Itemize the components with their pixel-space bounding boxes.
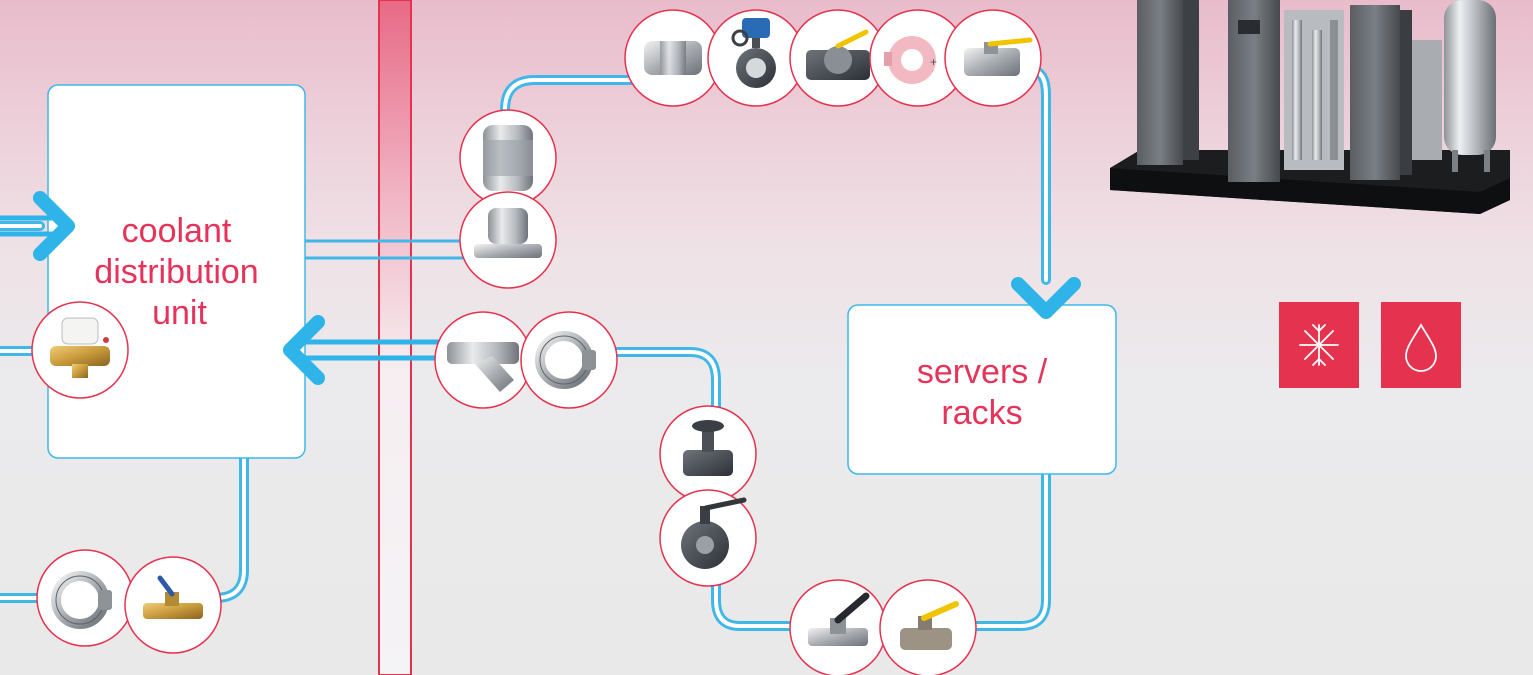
snowflake-icon (1299, 324, 1339, 366)
svg-text:+: + (930, 55, 937, 69)
globe-valve-icon (659, 405, 757, 503)
servers-label-line-2: racks (941, 394, 1023, 432)
arrow-out-cdu-lines (297, 339, 443, 361)
components: + (31, 9, 1042, 675)
press-ball-valve-icon (124, 556, 222, 654)
press-fit-coupling-icon (624, 9, 722, 107)
arrow-into-cdu-icon (33, 191, 75, 261)
flow-arrows (0, 191, 1081, 385)
arrow-into-cdu-lines (0, 215, 63, 237)
motorized-butterfly-valve-icon (707, 9, 805, 107)
servers-label-line-1: servers / (916, 353, 1048, 391)
pipe-supply-right (286, 239, 472, 260)
cdu-label: coolant distribution unit (48, 211, 305, 334)
balancing-valve-icon (31, 301, 129, 399)
water-drop-icon (1405, 323, 1437, 372)
press-flange-adapter-icon (459, 191, 557, 289)
wafer-ring-icon: + (869, 9, 967, 107)
servers-label: servers / racks (848, 352, 1116, 434)
arrow-out-cdu-icon (283, 315, 325, 385)
snowflake-tile (1279, 302, 1359, 388)
pipe-cdu-down (210, 433, 249, 603)
flanged-ball-valve-icon (789, 9, 887, 107)
pipe-top-right (1025, 65, 1051, 285)
pipe-network (0, 65, 1051, 631)
check-valve-icon (459, 109, 557, 207)
pipe-servers-return (955, 455, 1051, 631)
grooved-coupling-icon (36, 549, 134, 647)
section-divider (378, 0, 412, 675)
grooved-coupling-icon (520, 311, 618, 409)
cdu-label-line-3: unit (152, 294, 207, 332)
cooling-plant-icon (1110, 0, 1510, 214)
lug-butterfly-valve-icon (659, 489, 757, 587)
compact-ball-valve-icon (879, 579, 977, 675)
cdu-label-line-1: coolant (121, 212, 232, 250)
ball-valve-icon (789, 579, 887, 675)
cdu-label-line-2: distribution (94, 253, 259, 291)
arrow-into-servers-icon (1011, 277, 1081, 319)
water-drop-tile (1381, 302, 1461, 388)
servers-box (847, 304, 1117, 475)
y-strainer-icon (434, 311, 532, 409)
three-piece-ball-valve-icon (944, 9, 1042, 107)
